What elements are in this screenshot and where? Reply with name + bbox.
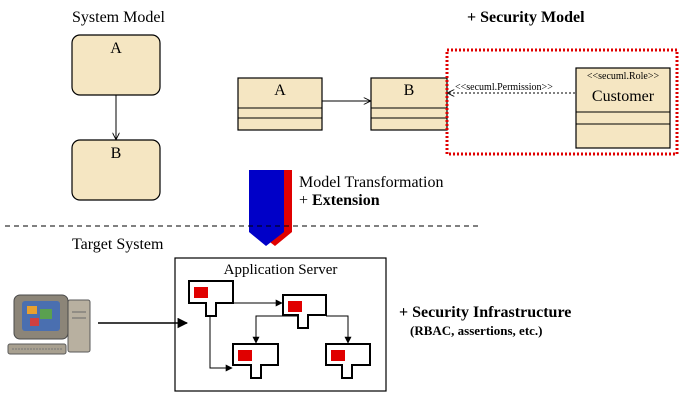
class-b-label: B (403, 82, 415, 99)
state-a-label: A (110, 40, 122, 57)
class-b-box (370, 77, 448, 131)
role-name-label: Customer (591, 88, 655, 105)
state-b-label: B (110, 145, 122, 162)
component-top-left (188, 280, 234, 317)
security-model-title: + Security Model (467, 9, 585, 26)
security-model-boundary (445, 48, 679, 156)
application-server-label: Application Server (223, 262, 338, 278)
component-bottom-left (232, 343, 279, 379)
class-a-box (237, 77, 323, 131)
class-a-label: A (274, 82, 286, 99)
role-class-box (575, 67, 671, 149)
role-stereotype-label: <<secuml.Role>> (586, 71, 660, 82)
state-b-box (71, 139, 161, 201)
component-connections (209, 299, 352, 372)
security-infrastructure-title: + Security Infrastructure (399, 304, 572, 321)
security-infrastructure-subtitle: (RBAC, assertions, etc.) (410, 323, 543, 338)
desktop-computer-icon (7, 294, 91, 355)
transformation-arrow (249, 170, 284, 246)
component-top-right (282, 294, 327, 329)
component-bottom-right (325, 343, 371, 379)
extension-label: + Extension (299, 192, 380, 209)
system-model-title: System Model (72, 9, 165, 26)
target-system-title: Target System (72, 236, 164, 253)
permission-stereotype-label: <<secuml.Permission>> (455, 82, 553, 93)
transformation-label: Model Transformation (299, 174, 444, 191)
